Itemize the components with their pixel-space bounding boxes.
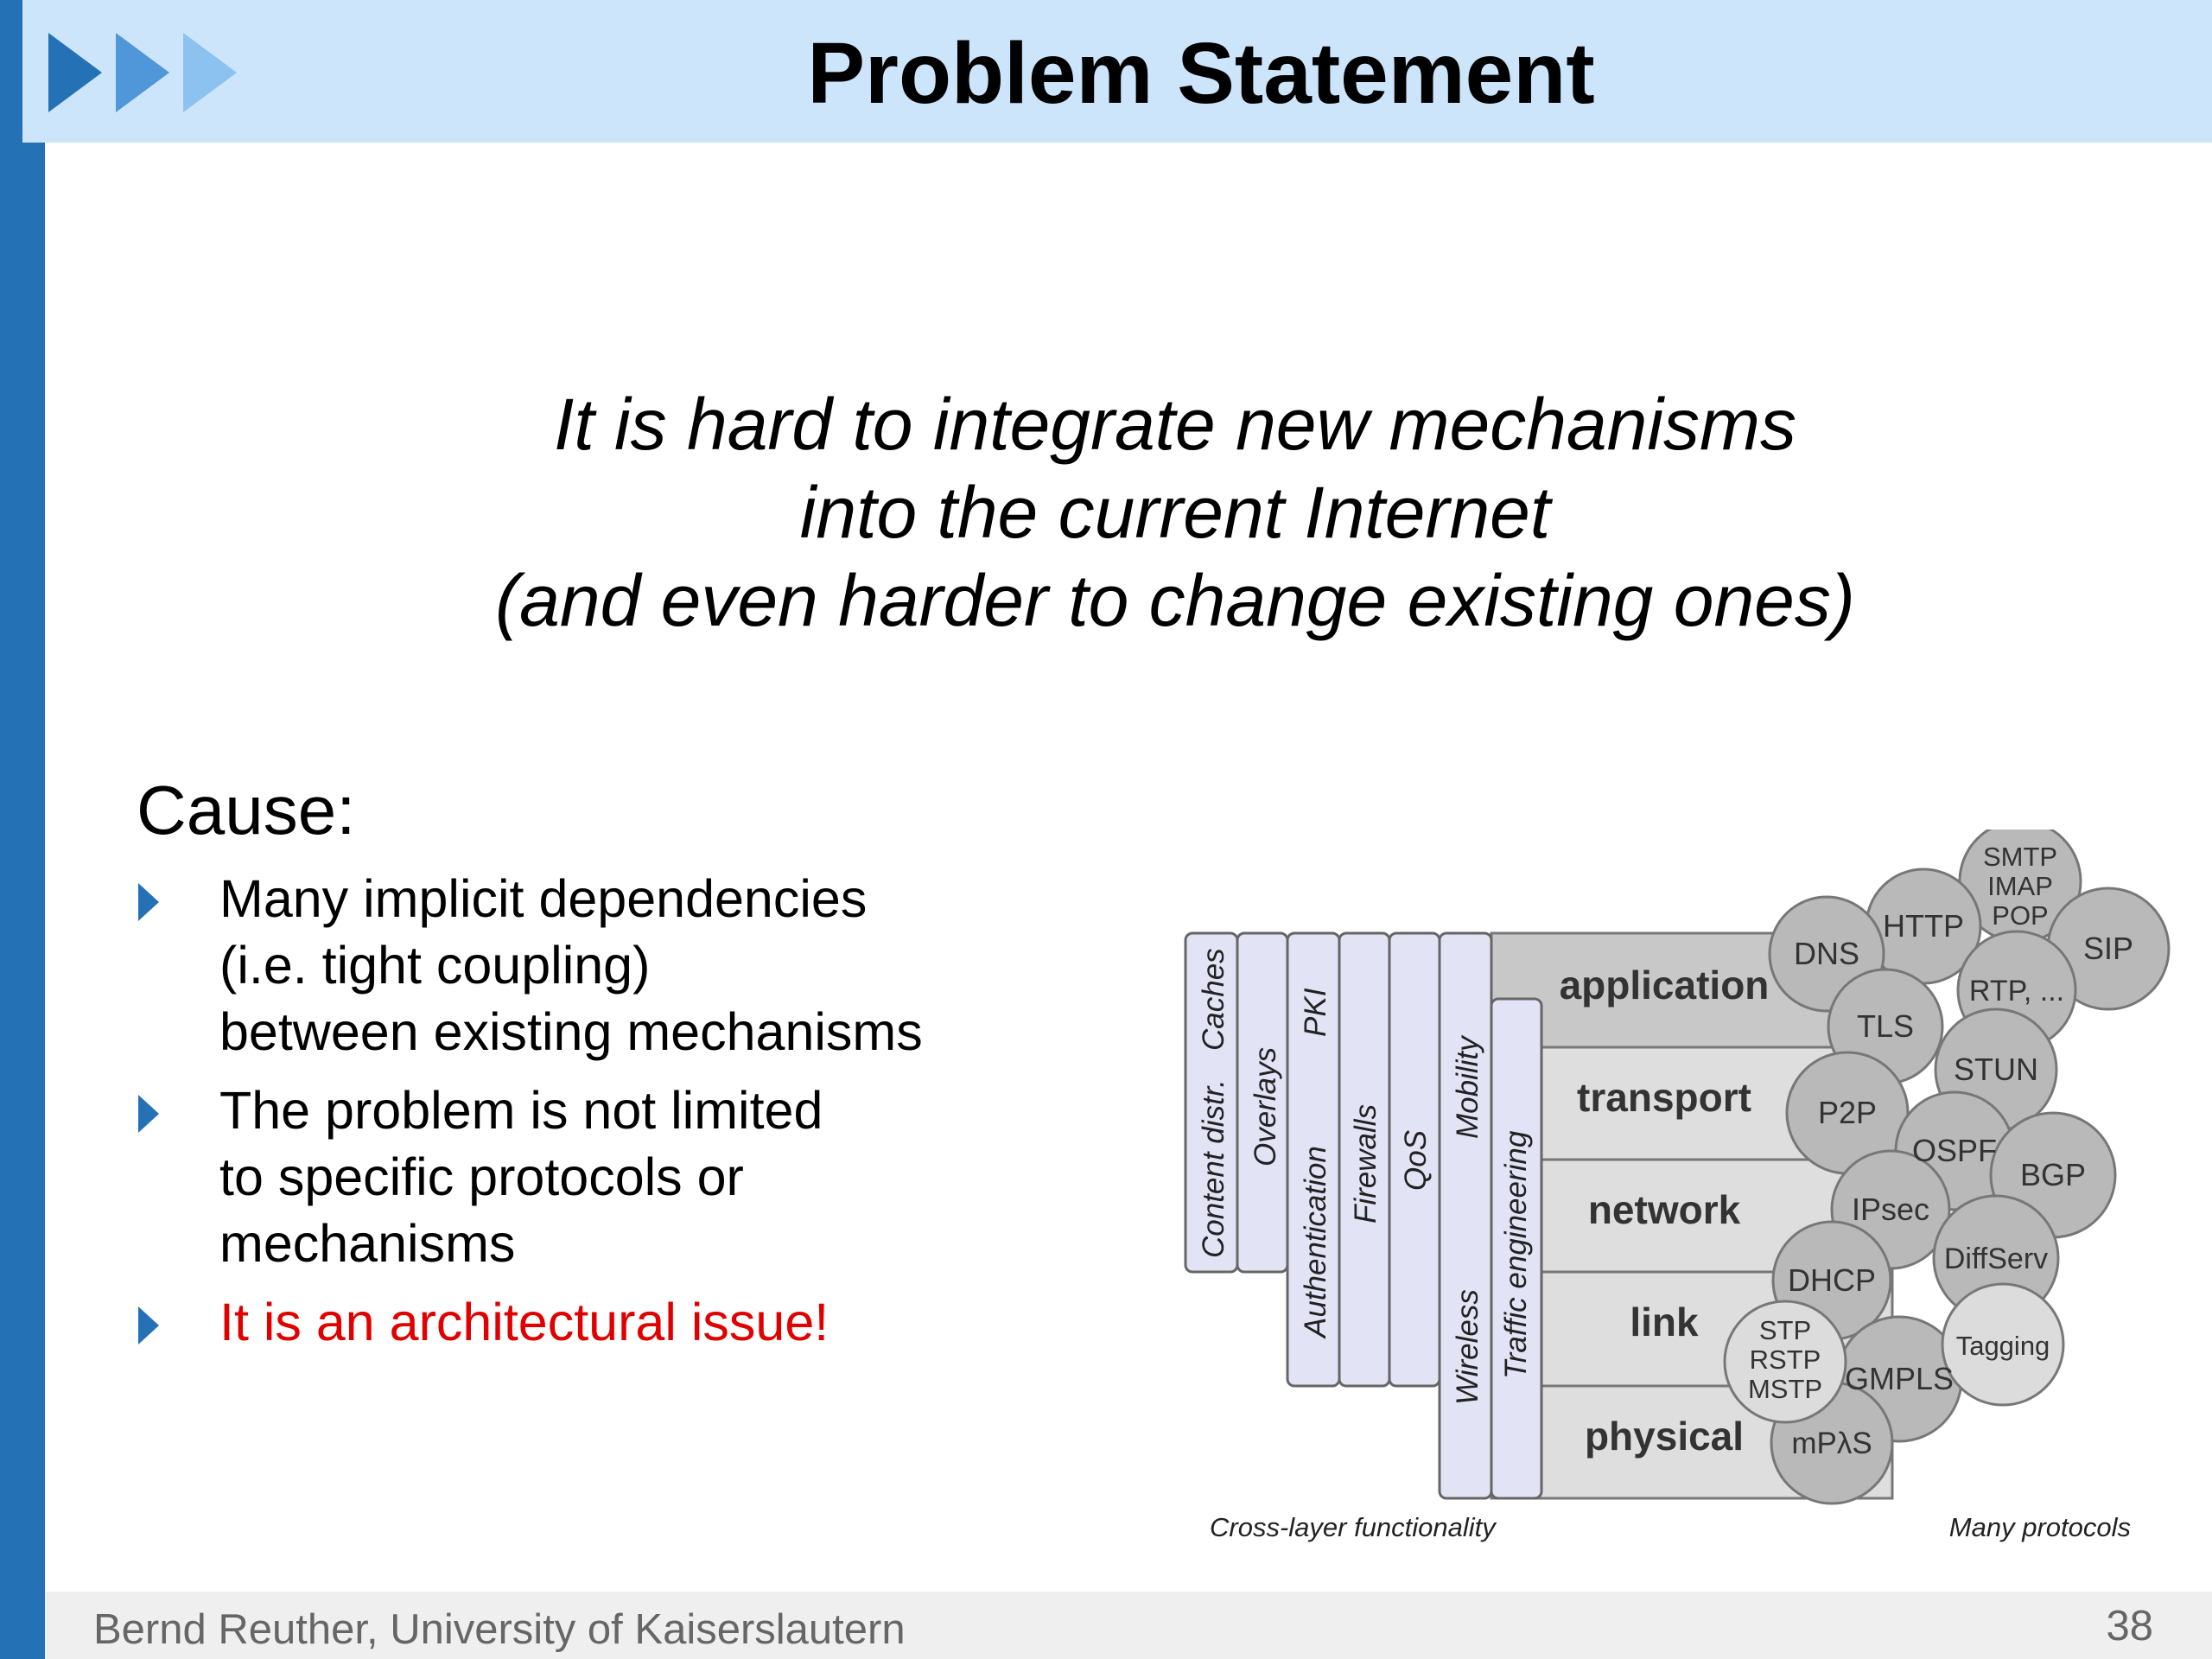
bullet-text-highlight: It is an architectural issue! (219, 1293, 830, 1351)
bullet-text: Many implicit dependencies (219, 869, 868, 928)
protocol-label: IPsec (1852, 1192, 1929, 1227)
slide-title: Problem Statement (807, 25, 1595, 122)
protocol-label: STP (1759, 1315, 1811, 1345)
cross-layer-label: Authentication (1299, 1146, 1332, 1339)
cross-layer-label: Caches (1197, 948, 1230, 1051)
quote-line: It is hard to integrate new mechanisms (553, 384, 1796, 465)
protocol-label: SMTP (1983, 842, 2057, 872)
cross-layer-label: Content distr. (1197, 1079, 1230, 1258)
protocol-label: Tagging (1956, 1331, 2050, 1361)
protocol-label: RTP, ... (1969, 975, 2064, 1007)
cross-layer-label: Traffic engineering (1499, 1130, 1533, 1379)
cross-layer-label: Firewalls (1349, 1104, 1382, 1224)
protocol-label: OSPF (1912, 1133, 1997, 1168)
protocol-label: mPλS (1791, 1427, 1872, 1460)
cross-layer-label: QoS (1399, 1130, 1433, 1191)
protocol-label: STUN (1954, 1052, 2038, 1087)
caption-many-protocols: Many protocols (1949, 1512, 2131, 1542)
protocol-bubble (1723, 1300, 1847, 1424)
protocol-label: MSTP (1748, 1374, 1822, 1404)
bullet-text: between existing mechanisms (219, 1002, 923, 1061)
quote-line: (and even harder to change existing ones… (495, 560, 1855, 641)
cross-layer-label: Overlays (1249, 1047, 1282, 1166)
bullet-triangle-icon (138, 1306, 159, 1344)
protocol-bubble (1941, 1282, 2065, 1407)
protocol-label: IMAP (1987, 871, 2053, 901)
layer-label: application (1560, 963, 1770, 1007)
protocol-label: DNS (1794, 936, 1859, 971)
bullet-text: mechanisms (219, 1214, 516, 1273)
footer-author: Bernd Reuther, University of Kaiserslaut… (93, 1606, 906, 1653)
problem-quote: It is hard to integrate new mechanisms i… (397, 380, 1953, 645)
cross-layer-column (1490, 997, 1543, 1500)
protocol-label: DHCP (1788, 1262, 1876, 1298)
bullet-text: The problem is not limited (219, 1081, 823, 1140)
protocol-label: BGP (2020, 1157, 2086, 1192)
bullet-text: to specific protocols or (219, 1147, 744, 1206)
protocol-label: RSTP (1750, 1344, 1821, 1375)
cross-layer-label: Mobility (1451, 1034, 1484, 1139)
layer-diagram: application transport network link physi… (1184, 830, 2171, 1542)
list-item: The problem is not limited to specific p… (137, 1077, 1139, 1277)
bullet-triangle-icon (138, 883, 159, 921)
caption-cross-layer: Cross-layer functionality (1210, 1512, 1497, 1542)
cause-heading: Cause: (137, 772, 356, 849)
protocol-label: TLS (1857, 1008, 1914, 1044)
protocol-label: DiffServ (1944, 1243, 2048, 1275)
layer-label: physical (1585, 1414, 1744, 1459)
cross-layer-label: Wireless (1451, 1289, 1484, 1405)
cause-list: Many implicit dependencies (i.e. tight c… (137, 866, 1139, 1368)
list-item: It is an architectural issue! (137, 1289, 1139, 1356)
quote-line: into the current Internet (799, 472, 1551, 553)
cross-layer-label: PKI (1299, 988, 1332, 1037)
left-accent-bar (0, 0, 45, 1659)
layer-label: transport (1577, 1075, 1751, 1120)
page-number: 38 (2106, 1603, 2153, 1649)
triple-arrow-logo-icon (48, 33, 237, 112)
protocol-label: HTTP (1883, 908, 1964, 944)
protocol-label: POP (1992, 900, 2048, 931)
protocol-label: P2P (1818, 1095, 1877, 1130)
title-bar (22, 0, 2212, 143)
layer-label: network (1588, 1187, 1741, 1232)
layer-label: link (1630, 1300, 1699, 1344)
protocol-label: GMPLS (1845, 1361, 1954, 1396)
list-item: Many implicit dependencies (i.e. tight c… (137, 866, 1139, 1065)
bullet-triangle-icon (138, 1095, 159, 1133)
footer-bar (45, 1592, 2212, 1659)
bullet-text: (i.e. tight coupling) (219, 936, 651, 995)
protocol-label: SIP (2083, 931, 2133, 966)
cross-layer-column (1438, 931, 1493, 1500)
